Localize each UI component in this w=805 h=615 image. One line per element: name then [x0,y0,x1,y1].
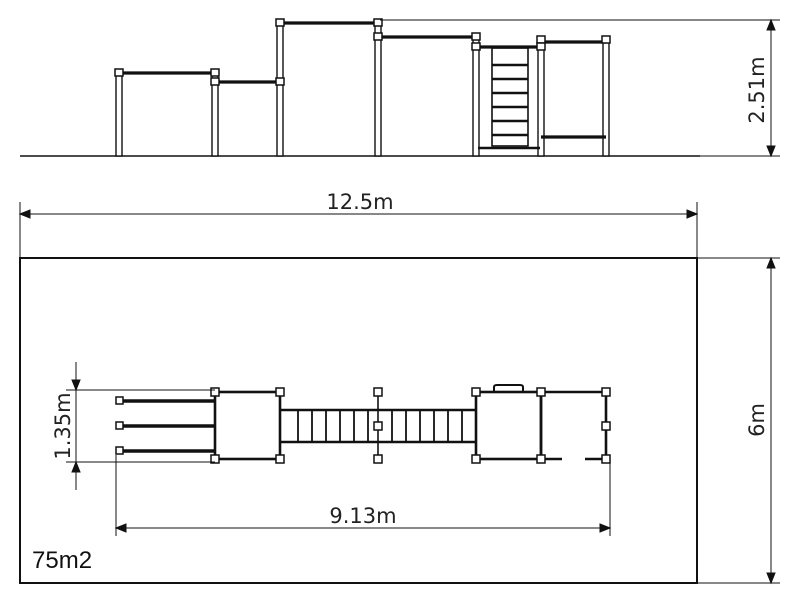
overall-length-label: 12.5m [326,190,393,214]
equipment-length-label: 9.13m [329,504,396,528]
elevation-posts [115,21,610,157]
elevation-bars [119,21,606,139]
overall-length-dimension [18,202,699,258]
elevation-ladder [478,47,540,150]
plan-pullup-bars [119,399,215,453]
height-label: 2.51m [745,56,769,123]
plan-view: 6m [19,256,780,585]
overall-width-label: 6m [745,403,769,437]
equipment-length-dimension [114,455,612,536]
equipment-depth-label: 1.35m [51,392,75,459]
plan-posts [115,387,611,464]
overall-width-dimension [697,256,780,585]
area-label: 75m2 [32,547,92,574]
plan-platforms [213,384,608,461]
plan-monkey-bars [280,392,476,459]
equipment-depth-dimension [66,362,215,490]
safety-area-boundary [19,257,698,584]
elevation-view: 2.51m [20,18,780,158]
elevation-joints [114,18,611,86]
height-dimension [380,18,780,158]
